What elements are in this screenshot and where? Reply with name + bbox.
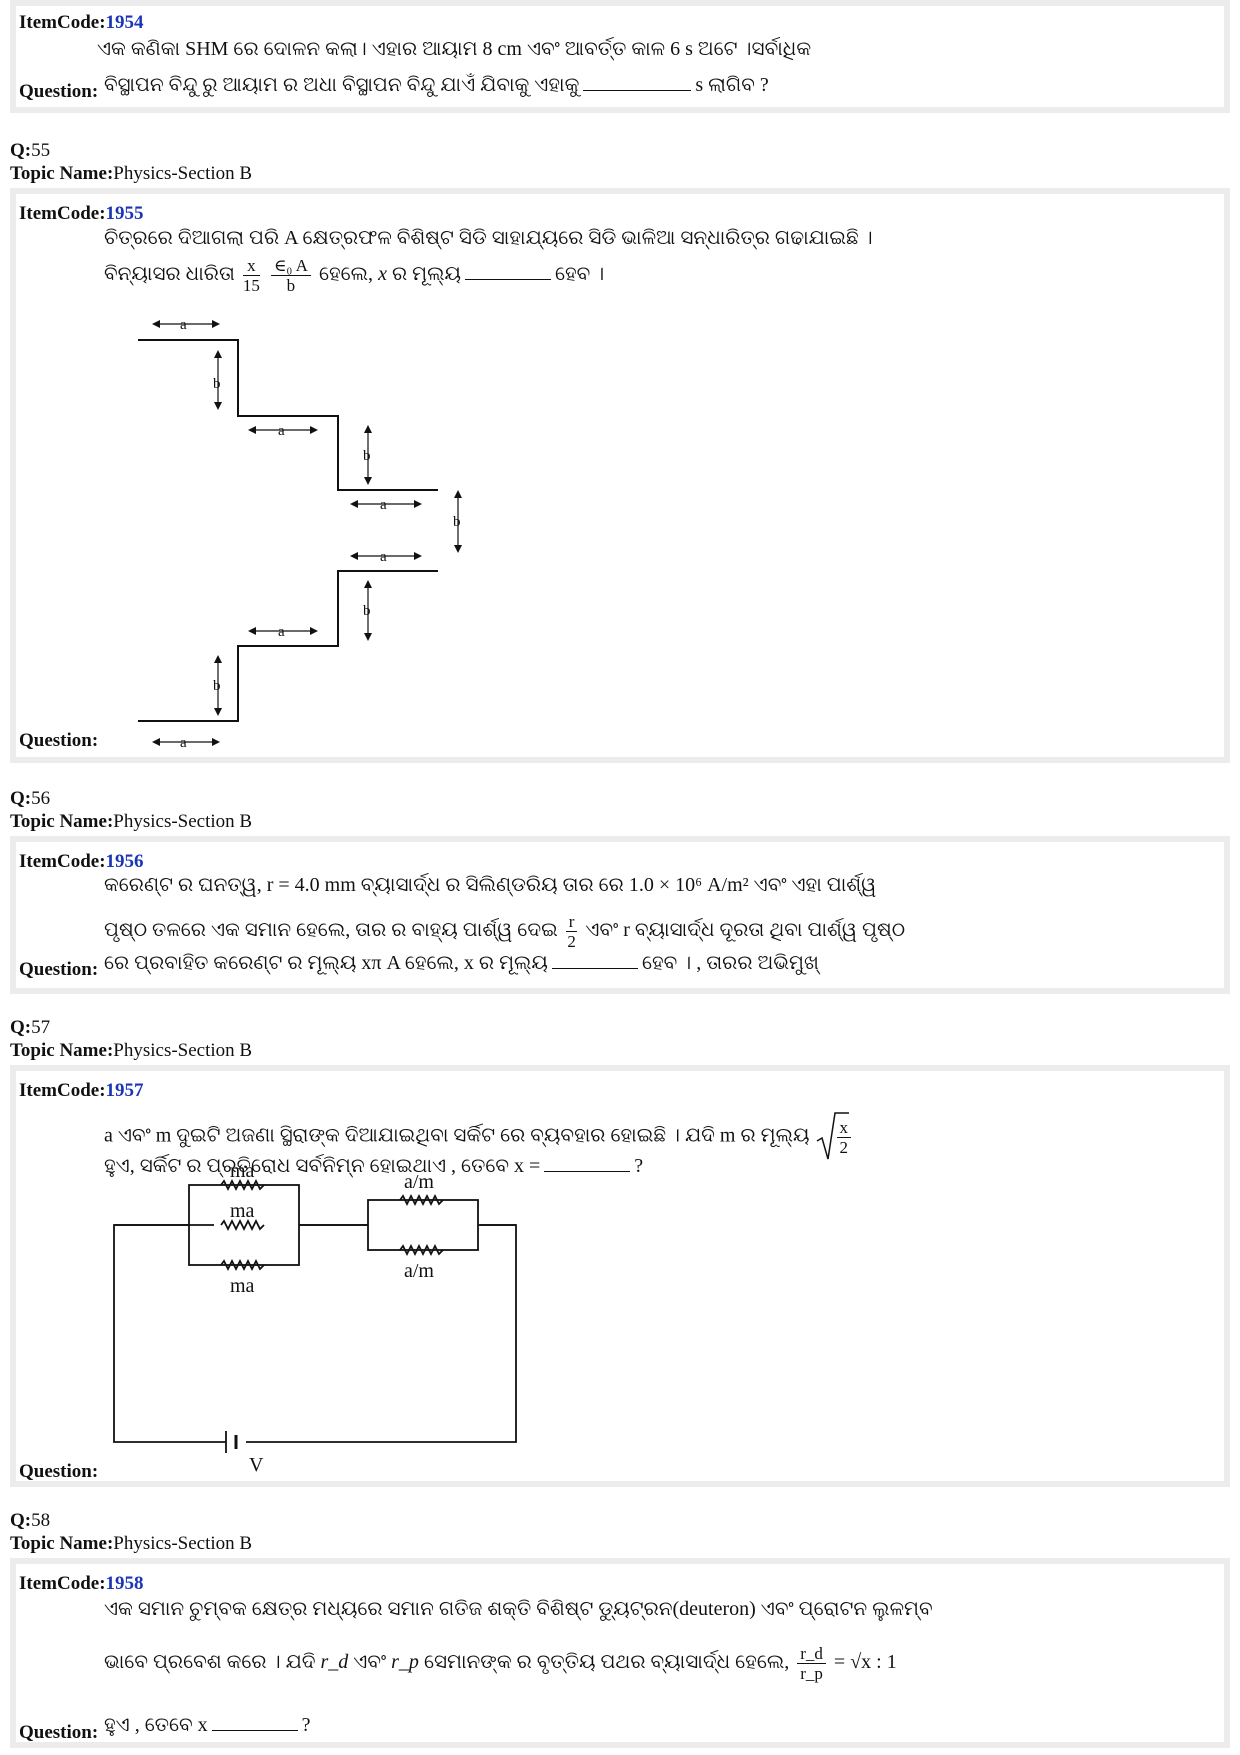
- question-label: Question:: [19, 81, 99, 102]
- parallel-am-block: [367, 1199, 479, 1251]
- question-text-line: ବିସ୍ଥାପନ ବିନ୍ଦୁ ରୁ ଆୟାମ ର ଅଧା ବିସ୍ଥାପନ ବ…: [104, 74, 769, 96]
- question-number: Q:58: [10, 1510, 51, 1531]
- answer-blank: [211, 1730, 298, 1731]
- dim-b-5: b: [213, 659, 221, 712]
- item-code: ItemCode:1955: [19, 203, 144, 224]
- item-card-1954: ItemCode:1954 ଏକ କଣିକା SHM ରେ ଦୋଳନ କଲା। …: [10, 0, 1230, 113]
- question-text-line: ହୁଏ , ତେବେ x?: [104, 1714, 311, 1736]
- dim-a-2: a: [252, 423, 314, 439]
- resistor-ma-2-label: ma: [230, 1200, 255, 1222]
- question-text-line: ଏକ ସମାନ ଚୁମ୍ବକ କ୍ଷେତ୍ର ମଧ୍ୟରେ ସମାନ ଗତିଜ …: [104, 1598, 933, 1620]
- topic-name: Topic Name:Physics-Section B: [10, 163, 253, 184]
- dim-a-6: a: [156, 735, 216, 751]
- question-label: Question:: [19, 959, 99, 980]
- resistor-am-2-label: a/m: [404, 1260, 434, 1282]
- left-wire: [113, 1224, 226, 1443]
- dim-b-4: b: [363, 584, 371, 637]
- answer-blank: [583, 90, 692, 91]
- svg-text:b: b: [213, 678, 221, 694]
- capacitor-staircase-figure: a a a a a a b b b b b: [138, 317, 462, 751]
- question-text-line: ଚିତ୍ରରେ ଦିଆଗଲା ପରି A କ୍ଷେତ୍ରଫଳ ବିଶିଷ୍ଟ ସ…: [104, 227, 873, 249]
- item-code: ItemCode:1954: [19, 12, 144, 33]
- svg-text:a: a: [180, 735, 187, 751]
- topic-name: Topic Name:Physics-Section B: [10, 811, 253, 832]
- question-text-line: ପୃଷ୍ଠ ତଳରେ ଏକ ସମାନ ହେଲେ, ତାର ର ବାହ୍ୟ ପାର…: [104, 912, 906, 951]
- svg-text:a: a: [278, 624, 285, 640]
- topic-name: Topic Name:Physics-Section B: [10, 1040, 253, 1061]
- svg-text:b: b: [363, 603, 371, 619]
- resistor-ma-1: [220, 1178, 265, 1192]
- item-card-1955: ItemCode:1955 ଚିତ୍ରରେ ଦିଆଗଲା ପରି A କ୍ଷେତ…: [10, 188, 1230, 763]
- question-text-line: ହୁଏ, ସର୍କିଟ ର ପ୍ରତିରୋଧ ସର୍ବନିମ୍ନ ହୋଇଥାଏ …: [104, 1155, 644, 1177]
- battery-label: V: [249, 1454, 264, 1476]
- sqrt-sign-icon: [816, 1112, 849, 1160]
- resistor-circuit-figure: ma ma ma a/m a/m V: [113, 1160, 517, 1476]
- svg-text:b: b: [453, 514, 461, 530]
- dim-b-1: b: [213, 354, 221, 406]
- answer-blank: [464, 279, 551, 281]
- dim-a-4: a: [354, 549, 418, 565]
- dim-a-3: a: [354, 497, 418, 513]
- svg-text:a: a: [180, 317, 187, 333]
- question-number: Q:55: [10, 140, 51, 161]
- question-text-line: ରେ ପ୍ରବାହିତ କରେଣ୍ଟ ର ମୂଲ୍ୟ xπ A ହେଲେ, x …: [104, 952, 819, 974]
- topic-name: Topic Name:Physics-Section B: [10, 1533, 253, 1554]
- resistor-am-1: [399, 1193, 444, 1207]
- question-number: Q:57: [10, 1017, 51, 1038]
- question-label: Question:: [19, 1461, 99, 1482]
- question-label: Question:: [19, 730, 99, 751]
- svg-text:b: b: [363, 448, 371, 464]
- item-card-1956: ItemCode:1956 କରେଣ୍ଟ ର ଘନତ୍ୱ, r = 4.0 mm…: [10, 836, 1230, 994]
- resistor-ma-2: [220, 1218, 265, 1232]
- dim-a-5: a: [252, 624, 314, 640]
- item-card-1957: ItemCode:1957 a ଏବଂ m ଦୁଇଟି ଅଜଣା ସ୍ଥିରାଙ…: [10, 1065, 1230, 1487]
- question-text-line: a ଏବଂ m ଦୁଇଟି ଅଜଣା ସ୍ଥିରାଙ୍କ ଦିଆଯାଇଥିବା …: [104, 1111, 854, 1163]
- right-wire: [246, 1224, 517, 1443]
- resistor-ma-3-label: ma: [230, 1275, 255, 1297]
- dim-b-2: b: [363, 429, 371, 481]
- resistor-am-2: [399, 1243, 444, 1257]
- question-label: Question:: [19, 1722, 99, 1743]
- answer-blank: [544, 1171, 631, 1172]
- lower-plate: [138, 570, 438, 722]
- answer-blank: [551, 968, 638, 969]
- svg-text:b: b: [213, 376, 221, 392]
- dim-a-1: a: [156, 317, 216, 333]
- question-number: Q:56: [10, 788, 51, 809]
- item-code: ItemCode:1957: [19, 1080, 144, 1101]
- question-text-line: କରେଣ୍ଟ ର ଘନତ୍ୱ, r = 4.0 mm ବ୍ୟାସାର୍ଦ୍ଧ ର…: [104, 874, 877, 896]
- resistor-ma-3: [220, 1258, 265, 1272]
- item-card-1958: ItemCode:1958 ଏକ ସମାନ ଚୁମ୍ବକ କ୍ଷେତ୍ର ମଧ୍…: [10, 1558, 1230, 1748]
- arrow-heads: [152, 320, 462, 746]
- question-text-line: ଏକ କଣିକା SHM ରେ ଦୋଳନ କଲା। ଏହାର ଆୟାମ 8 cm…: [97, 38, 812, 60]
- item-code: ItemCode:1958: [19, 1573, 144, 1594]
- question-text-line: ଭାବେ ପ୍ରବେଶ କରେ । ଯଦି r_d ଏବଂ r_p ସେମାନଙ…: [104, 1644, 897, 1683]
- item-code: ItemCode:1956: [19, 851, 144, 872]
- svg-text:a: a: [380, 549, 387, 565]
- svg-text:a: a: [380, 497, 387, 513]
- dim-b-3: b: [453, 494, 461, 549]
- resistor-am-1-label: a/m: [404, 1171, 434, 1193]
- resistor-ma-1-label: ma: [230, 1160, 255, 1182]
- svg-text:a: a: [278, 423, 285, 439]
- upper-plate: [138, 339, 438, 491]
